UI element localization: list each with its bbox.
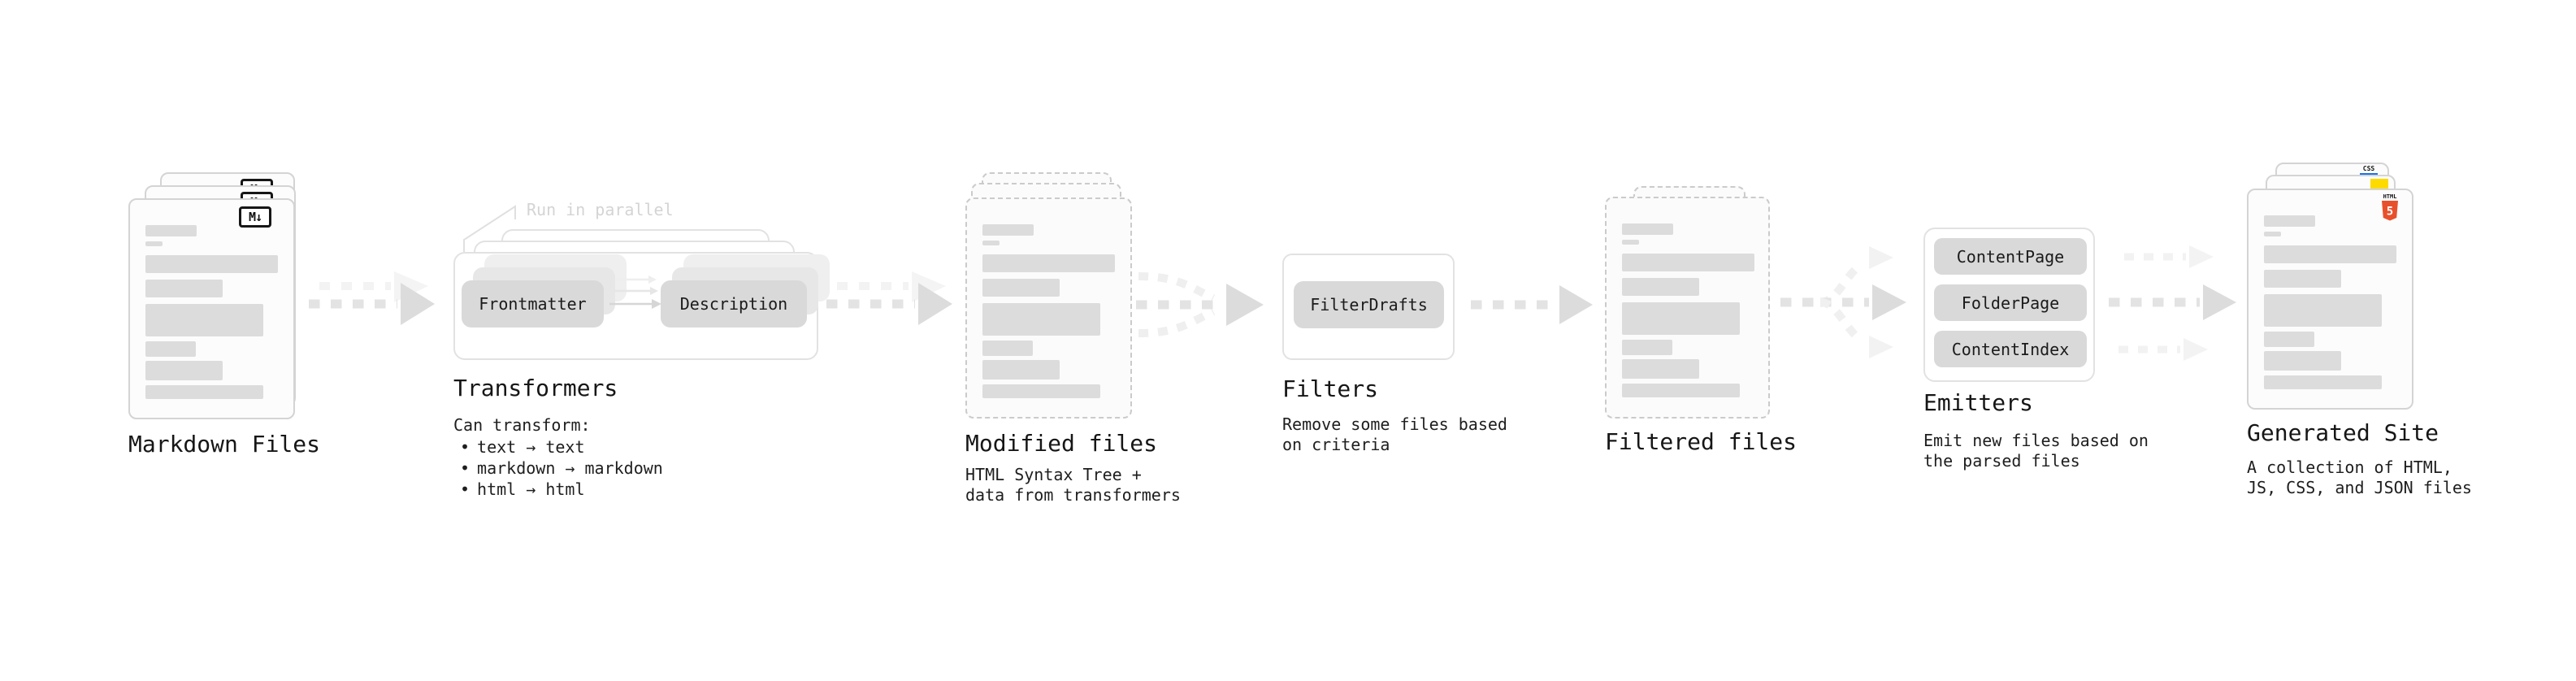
emitters-subline: the parsed files	[1923, 451, 2080, 471]
bullet-text: text → text	[477, 437, 585, 457]
filtered-files-label: Filtered files	[1605, 428, 1798, 455]
html5-icon: HTML 5	[2379, 193, 2401, 222]
placeholder-line	[982, 360, 1060, 380]
placeholder-line	[1622, 302, 1740, 335]
placeholder-line	[145, 225, 197, 236]
dashed-arrow-icon	[2124, 245, 2214, 268]
html5-icon-label: HTML	[2383, 193, 2397, 200]
placeholder-line	[982, 254, 1115, 272]
placeholder-line	[1622, 359, 1699, 379]
modified-files-subline: data from transformers	[965, 485, 1181, 505]
transform-arrows-icon	[609, 275, 661, 309]
filters-subline: on criteria	[1282, 435, 1390, 454]
generated-file-card-html: HTML 5	[2247, 189, 2413, 410]
placeholder-line	[1622, 278, 1699, 296]
bullet-icon: •	[460, 479, 471, 499]
filters-label: Filters	[1282, 375, 1379, 402]
leader-line	[463, 205, 516, 252]
placeholder-line	[145, 255, 278, 273]
modified-files-label: Modified files	[965, 430, 1158, 457]
emitter-pill-folderpage: FolderPage	[1934, 284, 2087, 321]
placeholder-line	[982, 384, 1100, 398]
dashed-arrow-icon	[826, 271, 952, 325]
dashed-arrow-icon	[1471, 285, 1593, 324]
placeholder-line	[982, 279, 1060, 297]
placeholder-line	[145, 280, 223, 297]
bullet-text: html → html	[477, 479, 585, 499]
placeholder-line	[2264, 351, 2341, 371]
transformer-pill-frontmatter: Frontmatter	[462, 280, 604, 327]
placeholder-line	[145, 385, 263, 399]
placeholder-line	[982, 241, 1000, 245]
emitters-subline: Emit new files based on	[1923, 431, 2149, 450]
placeholder-line	[1622, 240, 1639, 245]
placeholder-line	[2264, 232, 2281, 236]
emitter-pill-contentindex: ContentIndex	[1934, 331, 2087, 367]
placeholder-line	[2264, 270, 2341, 288]
placeholder-line	[1622, 223, 1673, 235]
placeholder-line	[2264, 245, 2396, 263]
filter-pill-filterdrafts: FilterDrafts	[1294, 281, 1444, 328]
transformers-bullet: • text → text	[460, 437, 585, 457]
modified-files-subline: HTML Syntax Tree +	[965, 465, 1142, 484]
placeholder-line	[145, 241, 163, 246]
filters-subline: Remove some files based	[1282, 414, 1507, 434]
fan-in-arrow-icon	[1136, 272, 1264, 337]
html5-shield-icon: 5	[2382, 201, 2398, 221]
dashed-arrow-icon	[2118, 338, 2208, 361]
placeholder-line	[1622, 254, 1754, 271]
transformers-label: Transformers	[453, 375, 618, 401]
markdown-files-label: Markdown Files	[128, 431, 321, 458]
placeholder-line	[1622, 340, 1672, 355]
dashed-arrow-icon	[309, 271, 435, 325]
placeholder-line	[2264, 215, 2315, 227]
bullet-text: markdown → markdown	[477, 458, 663, 478]
transformers-bullet: • html → html	[460, 479, 585, 499]
modified-file-card	[965, 197, 1132, 419]
markdown-icon: M↓	[239, 206, 271, 228]
css-icon: CSS	[2358, 166, 2379, 176]
bullet-icon: •	[460, 437, 471, 457]
emitters-label: Emitters	[1923, 389, 2033, 416]
placeholder-line	[2264, 332, 2314, 347]
transformers-intro: Can transform:	[453, 415, 591, 435]
transformers-bullet: • markdown → markdown	[460, 458, 663, 478]
placeholder-line	[145, 304, 263, 336]
generated-site-subline: JS, CSS, and JSON files	[2247, 478, 2472, 497]
svg-text:5: 5	[2387, 206, 2393, 219]
emitter-pill-contentpage: ContentPage	[1934, 238, 2087, 275]
filtered-file-card	[1605, 197, 1770, 419]
generated-site-subline: A collection of HTML,	[2247, 458, 2452, 477]
placeholder-line	[2264, 375, 2382, 389]
markdown-file-card: M↓	[128, 198, 295, 419]
placeholder-line	[2264, 294, 2382, 327]
generated-site-label: Generated Site	[2247, 419, 2439, 446]
placeholder-line	[982, 224, 1034, 236]
bullet-icon: •	[460, 458, 471, 478]
run-in-parallel-note: Run in parallel	[527, 200, 674, 219]
transformer-pill-description: Description	[661, 280, 807, 327]
fan-out-arrow-icon	[1780, 246, 1906, 358]
placeholder-line	[1622, 384, 1740, 397]
css-icon-underline	[2360, 173, 2378, 176]
css-icon-label: CSS	[2362, 165, 2375, 172]
placeholder-line	[982, 340, 1033, 356]
js-icon	[2370, 179, 2388, 190]
placeholder-line	[145, 341, 196, 357]
placeholder-line	[982, 303, 1100, 336]
dashed-arrow-icon	[2109, 284, 2236, 320]
placeholder-line	[145, 361, 223, 380]
